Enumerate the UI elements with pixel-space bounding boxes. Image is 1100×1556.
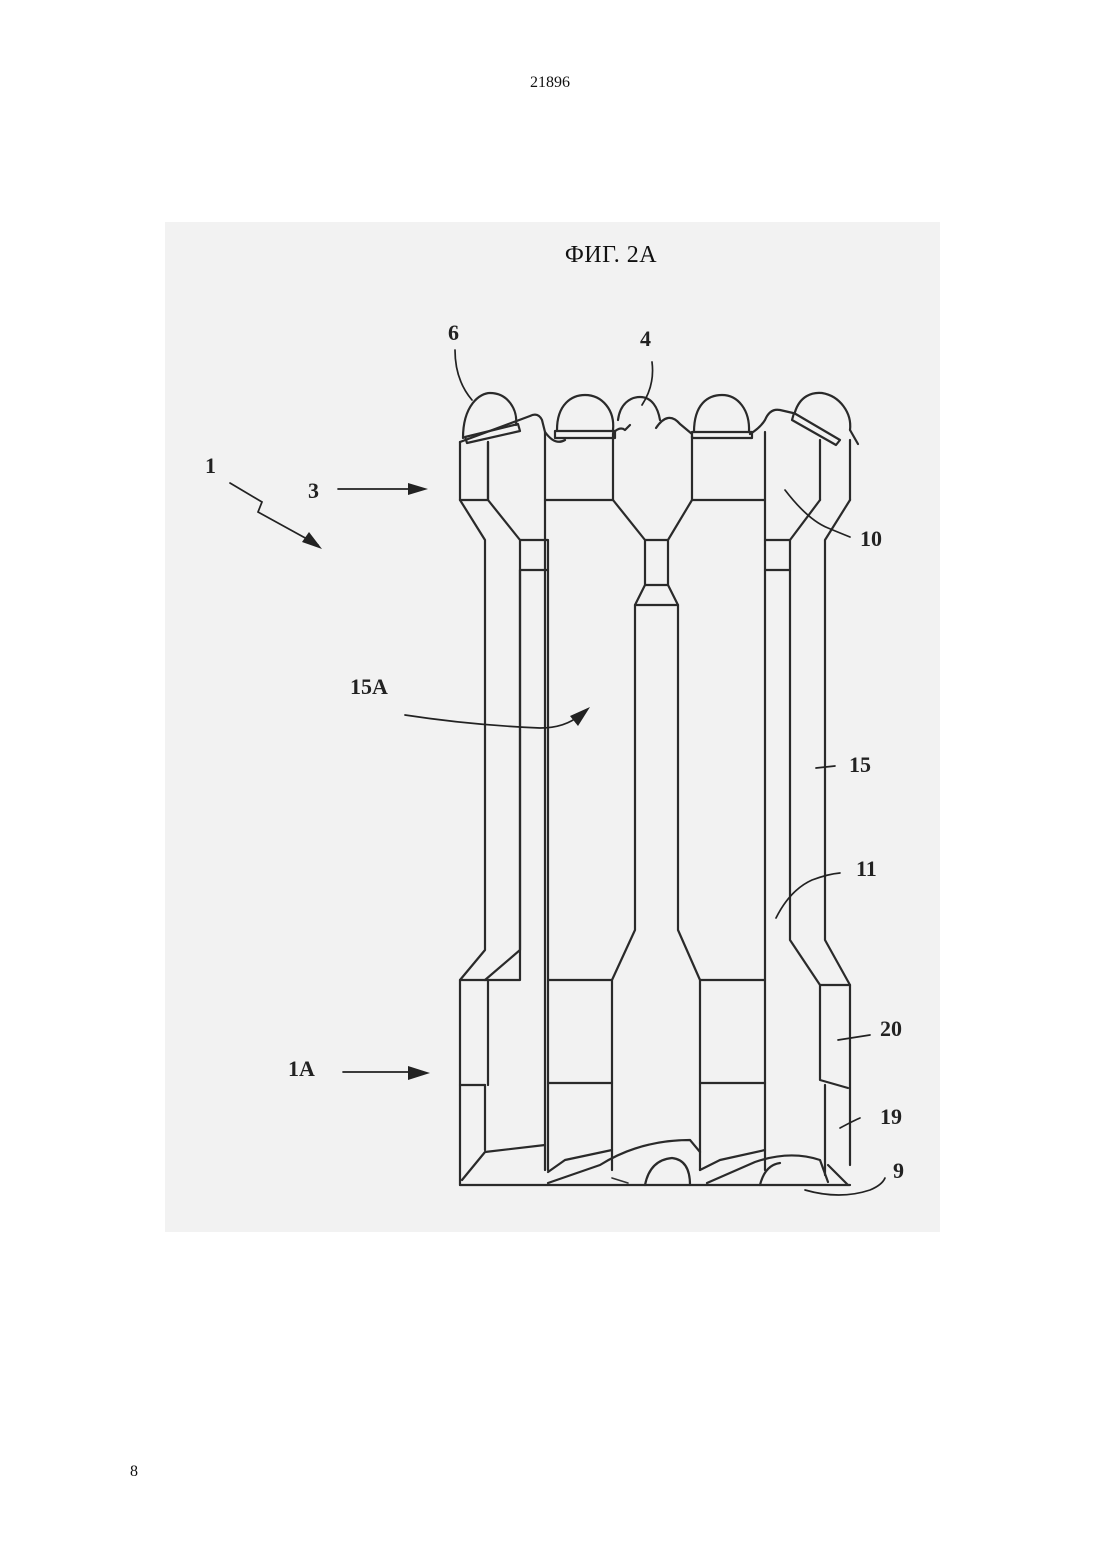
reference-labels: 1 3 6 4 10 15A 15 11 20 1A 19 9: [205, 320, 904, 1183]
label-1: 1: [205, 453, 216, 478]
bit-bottom-skirt: [460, 1140, 850, 1185]
label-15: 15: [849, 752, 871, 777]
right-outer-profile: [765, 500, 850, 1170]
label-19: 19: [880, 1104, 902, 1129]
label-15a: 15A: [350, 674, 388, 699]
bit-head-section: [460, 432, 850, 1170]
label-11: 11: [856, 856, 877, 881]
page-number: 8: [130, 1463, 138, 1481]
label-6: 6: [448, 320, 459, 345]
left-outer-profile: [460, 500, 548, 1170]
center-neck: [612, 500, 700, 1170]
label-9: 9: [893, 1158, 904, 1183]
label-4: 4: [640, 326, 651, 351]
label-3: 3: [308, 478, 319, 503]
transverse-lines: [460, 980, 825, 1185]
label-10: 10: [860, 526, 882, 551]
label-20: 20: [880, 1016, 902, 1041]
leader-lines: [230, 350, 885, 1195]
label-1a: 1A: [288, 1056, 315, 1081]
